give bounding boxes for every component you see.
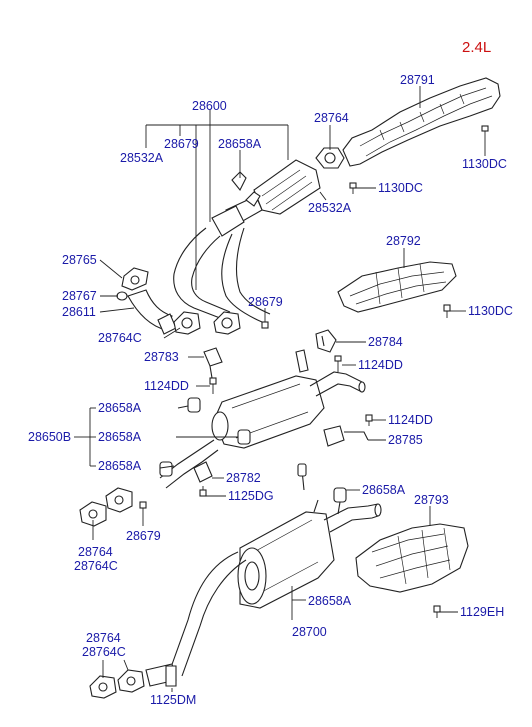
label-28764c-bl: 28764C: [74, 559, 118, 573]
heat-protector-28792: [337, 261, 457, 313]
label-28532a-left: 28532A: [120, 151, 164, 165]
label-1130dc-3: 1130DC: [468, 304, 513, 318]
label-1130dc-2: 1130DC: [378, 181, 423, 195]
label-28791: 28791: [400, 73, 435, 87]
gasket-28764-top: [315, 147, 345, 169]
label-28611: 28611: [62, 305, 96, 319]
label-28700: 28700: [292, 625, 327, 639]
label-28658a-4: 28658A: [362, 483, 406, 497]
label-1125dg: 1125DG: [228, 489, 274, 503]
hanger-bracket-28783: [203, 347, 223, 379]
bolt-1124dd-a: [334, 355, 342, 372]
hanger-bracket-28785: [323, 425, 369, 447]
gasket-28764c-mid: [173, 311, 241, 335]
leader-lines: [74, 86, 486, 692]
label-28658a-5: 28658A: [308, 594, 352, 608]
label-1124dd-3: 1124DD: [388, 413, 433, 427]
label-28658a-top: 28658A: [218, 137, 262, 151]
label-28658a-3: 28658A: [98, 459, 142, 473]
label-28782: 28782: [226, 471, 261, 485]
label-1125dm: 1125DM: [150, 693, 196, 707]
hanger-bracket-28784: [315, 329, 337, 353]
label-28532a-right: 28532A: [308, 201, 352, 215]
label-28679-top: 28679: [164, 137, 199, 151]
heat-protector-28791: [342, 77, 501, 167]
label-28658a-2: 28658A: [98, 430, 142, 444]
label-1124dd-1: 1124DD: [358, 358, 403, 372]
label-28784: 28784: [368, 335, 403, 349]
heat-protector-28793: [355, 523, 469, 593]
label-28764-top: 28764: [314, 111, 349, 125]
label-28658a-1: 28658A: [98, 401, 142, 415]
hanger-28782: [193, 461, 213, 483]
gasket-28764-bot: [89, 675, 117, 699]
bolt-1130dc-b: [349, 182, 357, 194]
label-28764c-mid: 28764C: [98, 331, 142, 345]
label-28764-bl: 28764: [78, 545, 113, 559]
gasket-28764c-bot: [117, 669, 145, 693]
label-1129eh: 1129EH: [460, 605, 504, 619]
gasket-28765: [121, 267, 149, 291]
label-28764-bot: 28764: [86, 631, 121, 645]
bolt-1130dc-a: [481, 125, 489, 143]
label-28793: 28793: [414, 493, 449, 507]
label-28679-mid: 28679: [248, 295, 283, 309]
bolt-1129eh: [433, 605, 441, 618]
bolt-1130dc-c: [443, 304, 451, 318]
label-1124dd-2: 1124DD: [144, 379, 189, 393]
bolt-1125dg: [199, 486, 207, 497]
label-28783: 28783: [144, 350, 179, 364]
gasket-28764-bl: [79, 501, 107, 527]
label-28765: 28765: [62, 253, 97, 267]
rubber-hanger-28658a-c: [159, 461, 173, 477]
bolt-1125dm: [165, 665, 177, 687]
bolt-1124dd-b: [209, 377, 217, 394]
label-28679-bl: 28679: [126, 529, 161, 543]
label-28785: 28785: [388, 433, 423, 447]
gasket-28764c-bl: [105, 487, 133, 513]
bolt-28679-bl: [139, 501, 147, 514]
label-28600: 28600: [192, 99, 227, 113]
label-1130dc-1: 1130DC: [462, 157, 507, 171]
label-28767: 28767: [62, 289, 97, 303]
pipe-28611: [116, 289, 177, 335]
label-28650b: 28650B: [28, 430, 71, 444]
engine-label: 2.4L: [462, 39, 491, 56]
label-28764c-bot: 28764C: [82, 645, 126, 659]
rubber-hanger-28658a-a: [187, 397, 201, 413]
bolt-1124dd-c: [365, 414, 373, 426]
center-muffler-28650b: [159, 349, 366, 489]
rubber-hanger-28658a-b: [237, 429, 251, 445]
front-pipe-catalytic-converter-28600: [173, 159, 321, 323]
main-muffler-28700: [169, 463, 382, 677]
bolt-28679-mid: [261, 314, 269, 329]
label-28792: 28792: [386, 234, 421, 248]
